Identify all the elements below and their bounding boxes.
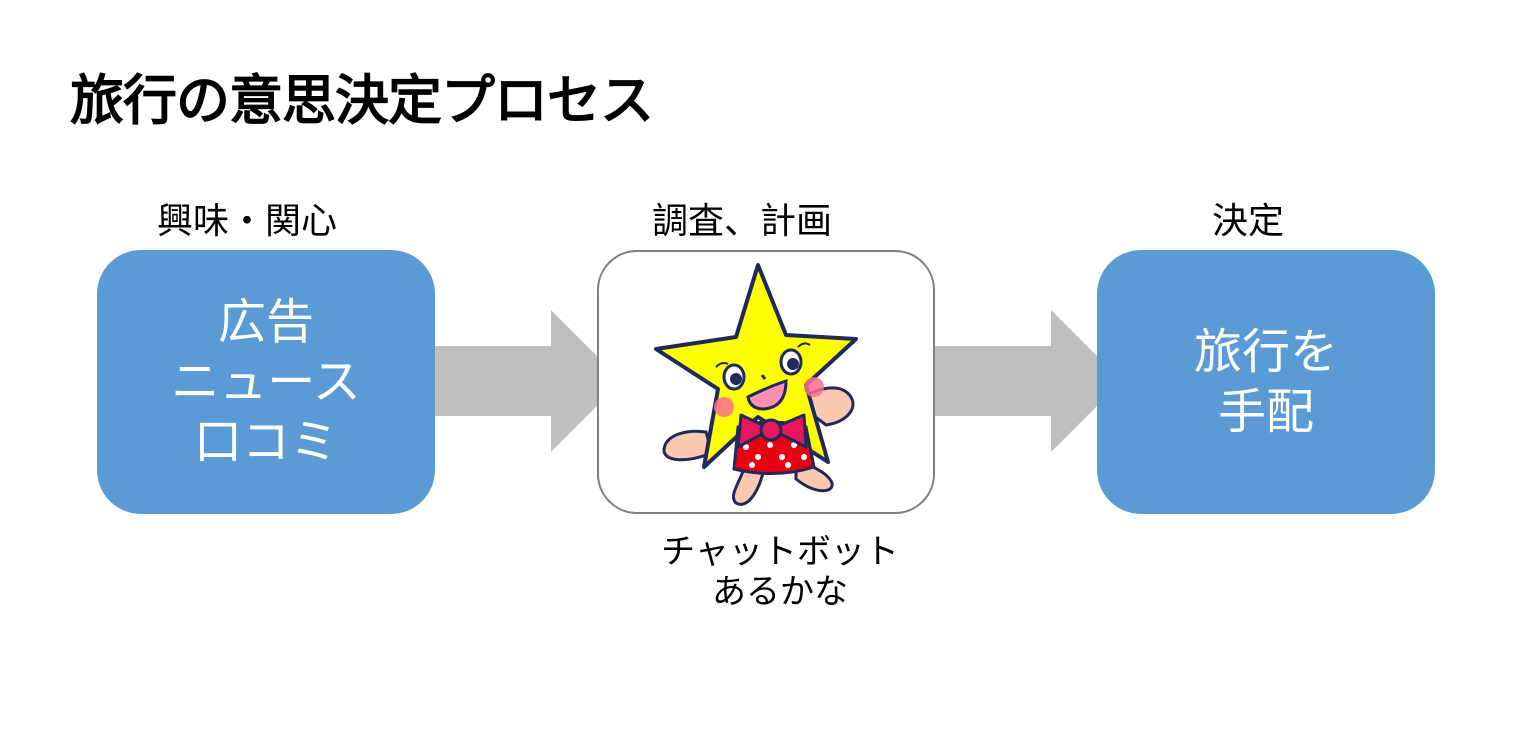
stage-label-decision: 決定: [1212, 201, 1285, 242]
mascot-caption-line: チャットボット: [661, 532, 899, 572]
arrow-shape: [935, 310, 1122, 452]
stage-box-interest: 広告 ニュース 口コミ: [97, 250, 435, 514]
stage-box-line: ニュース: [171, 354, 361, 410]
right-arrow-icon: [935, 310, 1122, 452]
stage-label-research: 調査、計画: [652, 201, 833, 242]
mascot-caption: チャットボット あるかな: [640, 532, 920, 612]
right-arrow-icon: [435, 310, 622, 452]
page-title: 旅行の意思決定プロセス: [70, 69, 654, 132]
stage-box-decision-text: 旅行を 手配: [1194, 322, 1338, 442]
arrow-shape: [435, 310, 622, 452]
stage-box-line: 口コミ: [193, 414, 338, 470]
stage-box-decision: 旅行を 手配: [1097, 250, 1435, 514]
stage-label-interest: 興味・関心: [157, 201, 338, 242]
stage-box-line: 旅行を: [1193, 324, 1338, 380]
stage-box-line: 手配: [1217, 384, 1314, 440]
stage-box-interest-text: 広告 ニュース 口コミ: [171, 292, 361, 472]
star-mascot-icon: [654, 263, 858, 506]
stage-box-line: 広告: [217, 294, 314, 350]
stage-box-research: [597, 250, 935, 514]
mascot-caption-line: あるかな: [712, 572, 848, 612]
